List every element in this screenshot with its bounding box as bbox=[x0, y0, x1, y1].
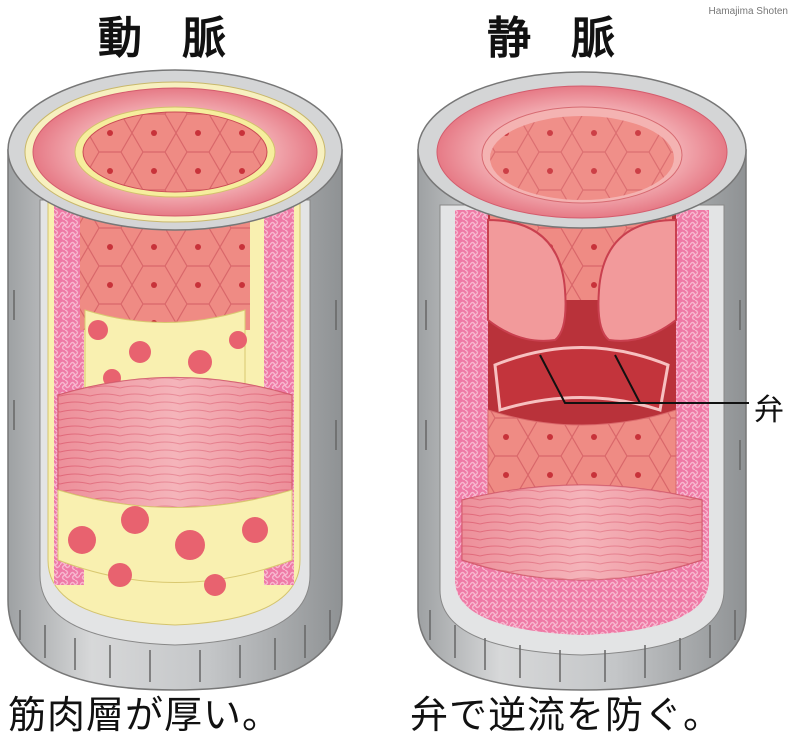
publisher-credit: Hamajima Shoten bbox=[708, 6, 788, 17]
artery-caption: 筋肉層が厚い。 bbox=[8, 693, 282, 737]
valve-leader-line bbox=[539, 354, 749, 404]
vein-wall-ticks bbox=[425, 300, 741, 682]
artery-wall-ticks bbox=[13, 290, 337, 682]
valve-cusp-right bbox=[597, 218, 677, 342]
valve-cusp-left bbox=[487, 218, 567, 342]
artery-lumen bbox=[82, 111, 268, 193]
artery-lower-holes bbox=[68, 506, 268, 596]
valve-label: 弁 bbox=[754, 393, 784, 428]
vein-illustration bbox=[417, 71, 749, 691]
artery-title: 動脈 bbox=[98, 13, 266, 64]
vein-caption: 弁で逆流を防ぐ。 bbox=[410, 693, 723, 737]
vein-title: 静脈 bbox=[487, 13, 655, 64]
vein-cut-window bbox=[493, 346, 670, 412]
artery-illustration bbox=[7, 69, 343, 691]
